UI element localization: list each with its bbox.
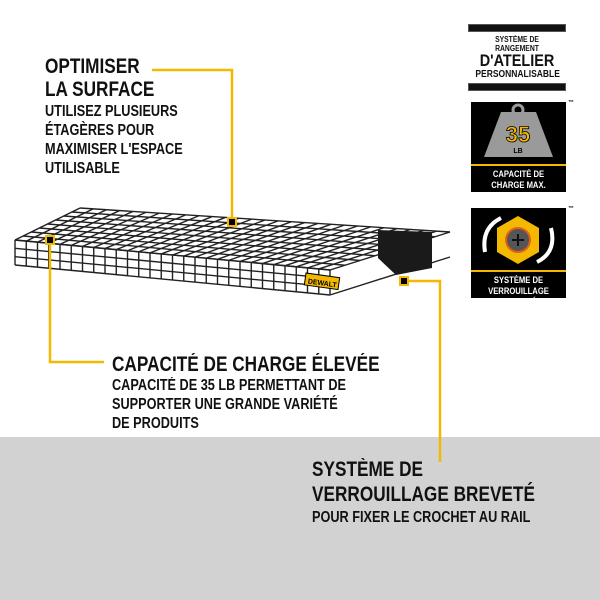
svg-text:LB: LB: [513, 148, 522, 155]
shelf-wire: [23, 235, 346, 266]
mount-bracket: [378, 230, 432, 275]
shelf-wire: [14, 239, 331, 271]
shelf-wire: [47, 223, 391, 252]
callout-3-body: POUR FIXER LE CROCHET AU RAIL: [312, 509, 531, 526]
shelf-wire: [71, 211, 436, 238]
rail-icon: [468, 24, 566, 32]
callout-lines: [48, 68, 442, 462]
locking-nut-icon: [482, 216, 555, 264]
storage-system-badge: SYSTÈME DE RANGEMENT D'ATELIER PERSONNAL…: [468, 24, 566, 94]
shelf-wire: [63, 215, 421, 243]
rail-icon: [468, 83, 566, 91]
shelf-wire: [14, 247, 331, 280]
shelf-wire: [79, 207, 451, 233]
weight-icon: 35 LB: [484, 103, 553, 157]
callout-2-title: CAPACITÉ DE CHARGE ÉLEVÉE: [112, 353, 380, 376]
svg-text:35: 35: [506, 122, 530, 147]
shelf-wire: [55, 219, 406, 247]
dewalt-tag: [303, 272, 341, 291]
gray-band: [0, 437, 600, 600]
dewalt-tag-label: DEWALT: [307, 278, 337, 289]
shelf-wire: [14, 264, 331, 296]
shelf-wire: [39, 227, 376, 257]
shelf-wire: [14, 255, 331, 288]
shelf-wire: [31, 231, 361, 262]
